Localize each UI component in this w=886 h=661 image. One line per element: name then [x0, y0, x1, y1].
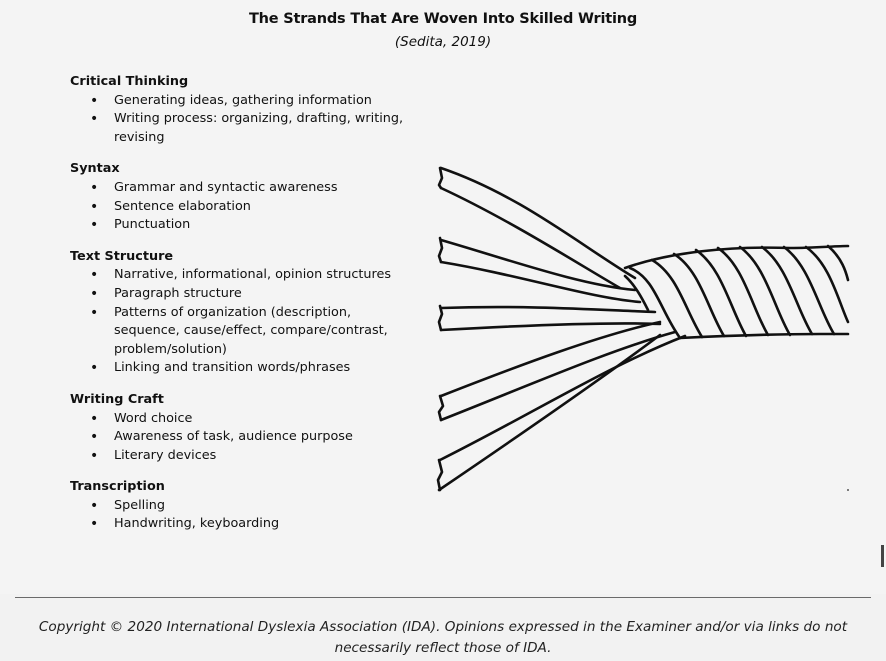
rope-twist [826, 244, 850, 282]
rope-twist [738, 245, 792, 337]
rope-twist [782, 245, 836, 336]
list-item: Patterns of organization (description, s… [70, 304, 415, 360]
section-transcription: Transcription Spelling Handwriting, keyb… [70, 478, 415, 534]
section-text-structure: Text Structure Narrative, informational,… [70, 248, 415, 378]
list-item: Grammar and syntactic awareness [70, 179, 415, 198]
rope-twist [694, 248, 748, 338]
list-item: Generating ideas, gathering information [70, 92, 415, 111]
rope-strand [439, 166, 637, 280]
copyright-notice: Copyright © 2020 International Dyslexia … [38, 619, 848, 656]
section-heading: Transcription [70, 479, 165, 495]
speck [847, 489, 849, 491]
list-item: Spelling [70, 497, 415, 516]
rope-twist [672, 252, 726, 338]
rope-strand [438, 334, 687, 462]
rope-drawing [436, 166, 850, 492]
section-heading: Critical Thinking [70, 74, 189, 89]
list-item: Paragraph structure [70, 285, 415, 304]
rope-strand [437, 236, 444, 264]
rope-twist [760, 245, 814, 336]
rope-strand [437, 333, 662, 492]
rope-strand [437, 304, 444, 332]
rope-strand [437, 166, 444, 190]
rope-strand [437, 394, 445, 422]
list-item: Writing process: organizing, drafting, w… [70, 110, 415, 147]
list-item: Punctuation [70, 216, 415, 235]
rope-strand [439, 330, 677, 422]
scrollbar-thumb[interactable] [881, 545, 884, 567]
section-syntax: Syntax Grammar and syntactic awareness S… [70, 160, 415, 234]
list-item: Linking and transition words/phrases [70, 359, 415, 378]
rope-twist [623, 274, 650, 312]
list-item: Awareness of task, audience purpose [70, 428, 415, 447]
section-critical-thinking: Critical Thinking Generating ideas, gath… [70, 73, 415, 147]
rope-strand [439, 186, 622, 290]
section-heading: Writing Craft [70, 391, 164, 407]
rope-illustration [430, 150, 860, 510]
list-item: Literary devices [70, 447, 415, 466]
list-item: Word choice [70, 410, 415, 429]
list-item: Narrative, informational, opinion struct… [70, 266, 415, 285]
figure-citation: (Sedita, 2019) [394, 34, 492, 50]
section-heading: Syntax [70, 161, 120, 177]
rope-twist [650, 258, 704, 339]
rope-body-outline [678, 332, 850, 340]
rope-strand [439, 305, 657, 314]
rope-strand [439, 322, 662, 332]
rope-strand [439, 320, 662, 398]
list-item: Handwriting, keyboarding [70, 515, 415, 534]
divider [15, 597, 871, 598]
strands-list: Critical Thinking Generating ideas, gath… [70, 73, 415, 547]
rope-twist [716, 246, 770, 337]
list-item: Sentence elaboration [70, 198, 415, 217]
rope-twist [804, 245, 850, 324]
figure-panel: The Strands That Are Woven Into Skilled … [0, 0, 886, 594]
section-heading: Text Structure [70, 248, 174, 264]
rope-strand [436, 458, 444, 492]
figure-title: The Strands That Are Woven Into Skilled … [248, 11, 638, 27]
section-writing-craft: Writing Craft Word choice Awareness of t… [70, 391, 415, 465]
rope-strand [439, 238, 637, 292]
rope-twist [628, 266, 682, 340]
rope-strand [439, 260, 642, 304]
